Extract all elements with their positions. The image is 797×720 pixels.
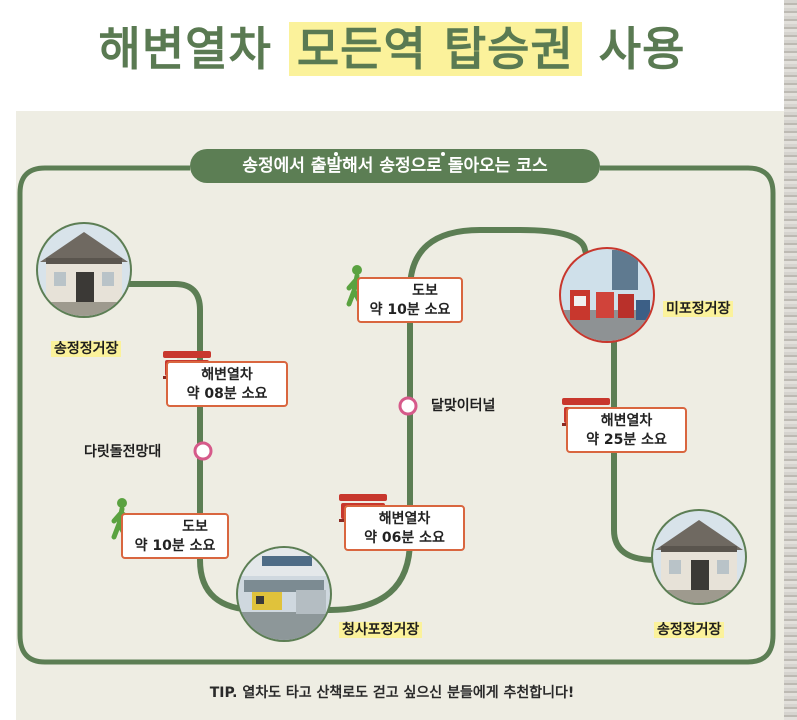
segment-walk1: 도보 약 10분 소요 bbox=[121, 513, 229, 559]
tip-text: TIP. 열차도 타고 산책로도 걷고 싶으신 분들에게 추천합니다! bbox=[209, 685, 575, 701]
course-banner: 송정에서 출발해서 송정으로 돌아오는 코스 bbox=[190, 149, 600, 183]
segment-walk2-mode: 도보 bbox=[412, 283, 438, 299]
title-highlight: 모든역 탑승권 bbox=[288, 22, 582, 76]
segment-train1-time: 약 08분 소요 bbox=[186, 386, 268, 402]
station-label-mipo: 미포정거장 bbox=[663, 299, 734, 319]
segment-train1: 해변열차 약 08분 소요 bbox=[166, 361, 288, 407]
page-edge-strip bbox=[784, 0, 797, 720]
banner-text: 송정에서 출발해서 송정으로 돌아오는 코스 bbox=[242, 156, 548, 176]
stop-marker-icon bbox=[193, 441, 213, 461]
segment-walk1-mode: 도보 bbox=[182, 519, 208, 535]
segment-walk1-time: 약 10분 소요 bbox=[134, 538, 216, 554]
tram-photo-icon bbox=[236, 546, 332, 642]
station-label-cheongsapo: 청사포정거장 bbox=[339, 620, 423, 640]
station-building-icon bbox=[36, 222, 132, 318]
segment-train2: 해변열차 약 06분 소요 bbox=[344, 505, 465, 551]
segment-walk2: 도보 약 10분 소요 bbox=[357, 277, 463, 323]
segment-train3-mode: 해변열차 bbox=[600, 413, 653, 429]
segment-walk2-time: 약 10분 소요 bbox=[369, 302, 451, 318]
title-part1: 해변열차 bbox=[98, 22, 272, 76]
outer-route-frame bbox=[17, 165, 776, 665]
tram-photo-icon bbox=[559, 247, 655, 343]
segment-train3-time: 약 25분 소요 bbox=[586, 432, 667, 448]
title-part2: 사용 bbox=[598, 22, 686, 76]
station-label-songjeong-start: 송정정거장 bbox=[51, 339, 122, 359]
station-label-songjeong-end: 송정정거장 bbox=[654, 620, 725, 640]
stop-marker-icon bbox=[398, 396, 418, 416]
stop-label-dalmaji: 달맞이터널 bbox=[431, 398, 496, 414]
stop-label-dalis: 다릿돌전망대 bbox=[84, 444, 162, 460]
segment-train3: 해변열차 약 25분 소요 bbox=[566, 407, 687, 453]
station-building-icon bbox=[651, 509, 747, 605]
segment-train1-mode: 해변열차 bbox=[201, 367, 253, 383]
segment-train2-mode: 해변열차 bbox=[378, 511, 431, 527]
page-title: 해변열차 모든역 탑승권 사용 bbox=[0, 14, 784, 84]
segment-train2-time: 약 06분 소요 bbox=[364, 530, 445, 546]
